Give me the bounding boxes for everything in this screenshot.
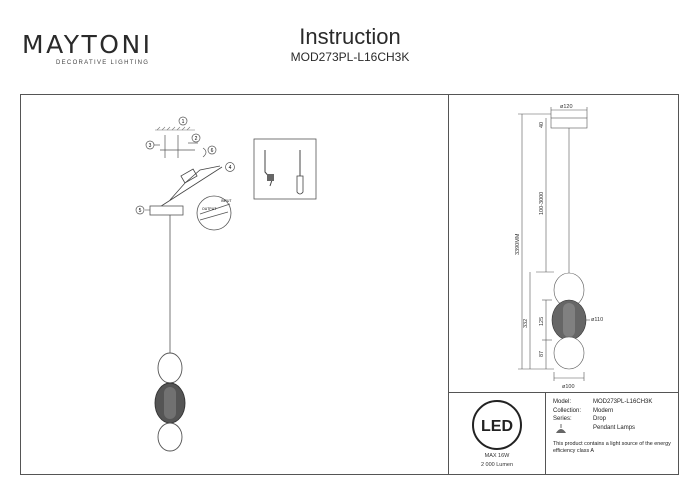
svg-text:OUTPUT: OUTPUT (202, 207, 217, 211)
led-badge-icon: LED (472, 400, 522, 450)
svg-text:6: 6 (211, 148, 214, 154)
brand-logo: MAYTONI DECORATIVE LIGHTING (22, 32, 172, 66)
callout-2: 2 (191, 133, 201, 143)
svg-text:5: 5 (139, 208, 142, 214)
dimension-labels: ø120 40 100-3000 3390MM 332 125 87 ø110 … (515, 104, 603, 390)
spec-row-type: Pendant Lamps (553, 424, 675, 438)
pendant-lamp-icon (553, 424, 593, 438)
spec-block: Model: MOD273PL-L16CH3K Collection: Mode… (553, 398, 675, 455)
svg-text:4: 4 (229, 165, 232, 171)
frame-divider-info (545, 392, 546, 475)
frame-divider-vertical (448, 94, 449, 475)
callout-4: 4 (225, 162, 235, 172)
canopy (149, 205, 184, 216)
spec-model-label: Model: (553, 399, 572, 405)
ceiling-hatch (155, 126, 195, 131)
spec-series-label: Series: (553, 416, 572, 423)
callout-5: 5 (135, 205, 145, 215)
spec-collection-value: Modern (593, 407, 614, 414)
title-block: Instruction MOD273PL-L16CH3K (270, 25, 430, 64)
led-badge-text: LED (481, 418, 513, 435)
dimension-drawing (518, 107, 590, 381)
dim-lower-globe (553, 336, 585, 370)
led-power: MAX 16W (484, 453, 510, 459)
spec-collection-label: Collection: (553, 407, 582, 414)
brand-name: MAYTONI (22, 30, 153, 59)
spec-series-value: Drop (593, 416, 607, 423)
spec-model-value: MOD273PL-L16CH3K (593, 399, 653, 405)
spec-row-series: Series: Drop (553, 415, 675, 424)
spec-row-model: Model: MOD273PL-L16CH3K (553, 398, 675, 407)
upper-globe (157, 352, 183, 384)
dim-cable-range: 100-3000 (539, 192, 545, 215)
wiring-detail: OUTPUT INPUT (196, 195, 232, 231)
frame-divider-horizontal (448, 392, 679, 393)
svg-text:2: 2 (195, 136, 198, 142)
dim-total-height: 3390MM (515, 233, 521, 255)
dim-canopy (550, 117, 588, 129)
connector-drawing (154, 165, 223, 211)
svg-text:1: 1 (182, 119, 185, 125)
dim-mid-diameter: ø110 (591, 317, 603, 323)
callout-3: 3 (145, 140, 155, 150)
callout-6: 6 (207, 145, 217, 155)
led-lumen: 2 000 Lumen (480, 462, 514, 468)
model-code: MOD273PL-L16CH3K (290, 50, 410, 65)
lower-globe (157, 422, 183, 452)
led-block: LED MAX 16W 2 000 Lumen (449, 393, 545, 475)
dim-bottom-diameter: ø100 (562, 384, 575, 390)
dim-canopy-height: 40 (539, 122, 545, 128)
inset-connector-box (253, 138, 317, 200)
dim-bottom-height: 87 (539, 351, 545, 357)
energy-note: This product contains a light source of … (553, 440, 671, 454)
page-title: Instruction (299, 24, 401, 49)
svg-text:INPUT: INPUT (221, 199, 232, 203)
spec-row-collection: Collection: Modern (553, 407, 675, 416)
spec-type-value: Pendant Lamps (593, 425, 636, 432)
drawing-frame (20, 94, 679, 475)
dim-body-height: 332 (523, 319, 529, 328)
callout-1: 1 (178, 116, 188, 126)
dim-middle-height: 125 (539, 317, 545, 326)
dim-top-diameter: ø120 (560, 104, 573, 110)
brand-tagline: DECORATIVE LIGHTING (56, 60, 150, 66)
svg-text:3: 3 (149, 143, 152, 149)
